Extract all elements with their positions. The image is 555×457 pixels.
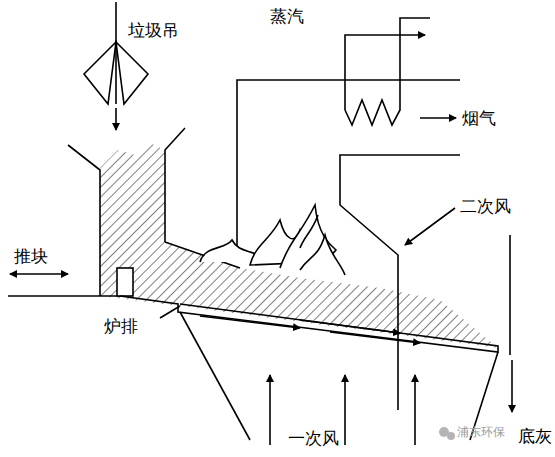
part-label: 蒸汽 bbox=[270, 8, 304, 25]
part-label: 垃圾吊 bbox=[128, 22, 179, 39]
part-label: 二次风 bbox=[460, 198, 511, 215]
part-label: 烟气 bbox=[462, 110, 496, 127]
part-label: 炉排 bbox=[104, 318, 138, 335]
watermark: 浦东环保 bbox=[457, 426, 505, 438]
part-label: 底灰 bbox=[518, 428, 552, 445]
part-label: 一次风 bbox=[288, 430, 339, 447]
part-label: 推块 bbox=[14, 248, 48, 265]
